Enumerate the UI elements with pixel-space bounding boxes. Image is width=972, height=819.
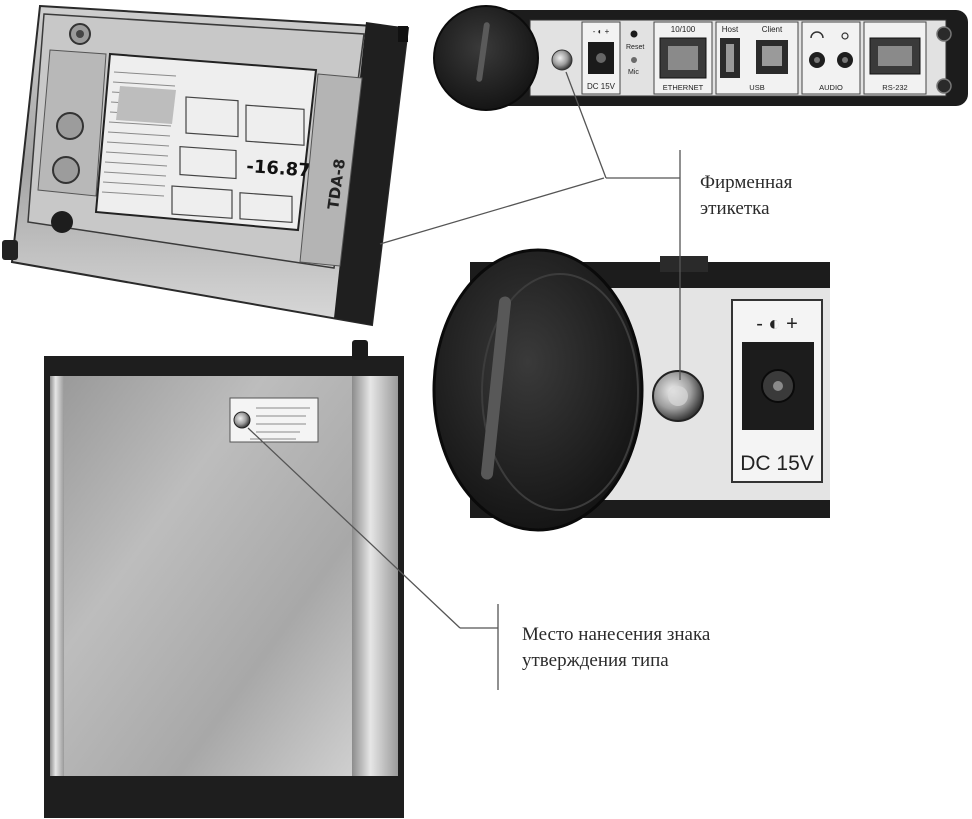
screen-pane-5 (239, 192, 293, 224)
usb-host-label: Host (722, 25, 739, 34)
battery-cap-slot (476, 22, 490, 82)
device-front-endcap (334, 22, 408, 325)
screen-pane-4 (171, 185, 233, 219)
battery-cap (433, 5, 539, 111)
mic-label: Mic (628, 69, 639, 76)
rs232-port-inner (878, 46, 912, 66)
device-screen (94, 52, 318, 232)
dc-label: DC 15V (587, 82, 616, 91)
callout-type-mark-line1: Место нанесения знака (522, 624, 711, 645)
screen-pane-3 (179, 145, 237, 180)
callout-type-mark: Место нанесения знака утверждения типа (522, 622, 710, 674)
screen-gauge-2 (245, 104, 305, 146)
callout-type-mark-line2: утверждения типа (522, 650, 669, 671)
usb-label: USB (749, 83, 764, 92)
leader-front-to-zoom (379, 177, 605, 245)
front-dial-upper (56, 112, 84, 140)
zoom-dc-label: DC 15V (740, 452, 814, 475)
audio-in-jack-pin (842, 57, 848, 63)
zoom-battery-cap (432, 248, 644, 532)
device-front-connector (2, 240, 18, 260)
device-back-bottom-cap (44, 776, 404, 816)
ethernet-label: ETHERNET (663, 83, 704, 92)
power-indicator-core (76, 30, 84, 38)
ethernet-speed: 10/100 (671, 25, 696, 34)
type-approval-mark (233, 411, 251, 429)
front-round-button (51, 211, 73, 233)
screen-gauge-1 (185, 96, 239, 138)
connector-panel: - ◐ + DC 15V Reset Mic 10/100 ETHERNET H… (433, 5, 968, 111)
zoom-detail: - ◐ + DC 15V (432, 248, 830, 532)
callout-brand-label-line1: Фирменная (700, 172, 793, 193)
leader-lines (247, 71, 681, 690)
device-back-knob (352, 340, 368, 360)
zoom-battery-cap-ring (481, 273, 639, 511)
usb-client-port-inner (762, 46, 782, 66)
zoom-dc-jack-pin (773, 381, 783, 391)
rs232-label: RS-232 (882, 83, 907, 92)
device-front-knob (398, 26, 408, 42)
headphone-icon (810, 31, 824, 39)
zoom-top-clip (660, 256, 708, 272)
dc-jack-pin (596, 53, 606, 63)
callout-brand-label-line2: этикетка (700, 198, 770, 219)
reset-label: Reset (626, 44, 644, 51)
ethernet-port-inner (668, 46, 698, 70)
zoom-dc-polarity: - ◐ + (756, 313, 798, 335)
mic-hole (631, 57, 637, 63)
type-label-lines (250, 407, 310, 440)
screen-selection (116, 86, 176, 124)
front-dial-lower (52, 156, 80, 184)
panel-screw-top (936, 26, 952, 42)
leader-type-mark (247, 427, 461, 629)
device-back-plate (62, 376, 352, 776)
device-back (44, 340, 404, 818)
usb-client-label: Client (762, 25, 783, 34)
brand-sticker-highlight (668, 386, 688, 406)
dc-polarity: - ◐ + (593, 27, 610, 36)
device-back-right-rail (352, 376, 398, 776)
device-back-left-rail (50, 376, 64, 776)
microphone-icon (841, 32, 849, 40)
callout-brand-label: Фирменная этикетка (700, 170, 792, 222)
screen-reading: -16.87 (246, 156, 312, 181)
usb-host-port-inner (726, 44, 734, 72)
leader-sticker-down (565, 71, 607, 179)
panel-screw-bottom (936, 78, 952, 94)
audio-out-jack-pin (814, 57, 820, 63)
device-front: -16.87 TDA-8 (2, 4, 410, 327)
brand-sticker-small (551, 49, 573, 71)
zoom-cap-slot (481, 296, 511, 480)
audio-label: AUDIO (819, 83, 843, 92)
reset-button (630, 30, 638, 38)
brand-panel (299, 73, 363, 267)
